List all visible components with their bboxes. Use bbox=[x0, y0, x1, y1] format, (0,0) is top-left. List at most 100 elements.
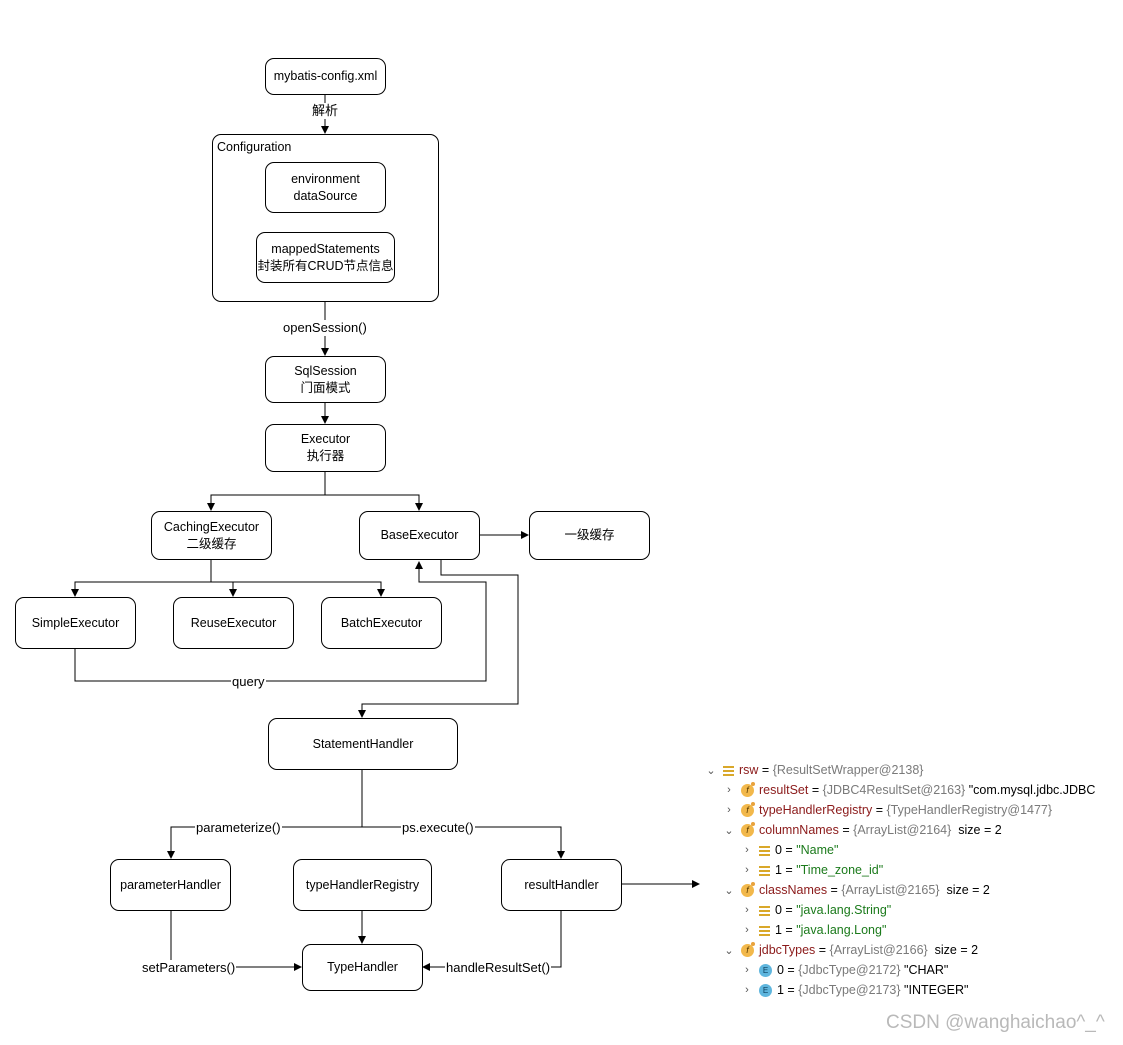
variable-equals: = bbox=[758, 763, 773, 777]
tree-row[interactable]: ⌄ rsw = {ResultSetWrapper@2138} bbox=[705, 760, 923, 780]
variable-value: "Name" bbox=[796, 843, 839, 857]
variable-equals: = bbox=[781, 863, 797, 877]
node-label: CachingExecutor bbox=[163, 519, 260, 534]
enum-icon: E bbox=[759, 983, 772, 997]
node-statement-handler: StatementHandler bbox=[268, 718, 458, 770]
variable-equals: = bbox=[808, 783, 823, 797]
node-label: mappedStatements bbox=[271, 241, 380, 256]
variable-ref: {ResultSetWrapper@2138} bbox=[772, 763, 924, 777]
variable-equals: = bbox=[872, 803, 887, 817]
variable-name: 0 bbox=[775, 903, 782, 917]
chevron-right-icon[interactable]: › bbox=[745, 924, 749, 936]
edge-caching-batch bbox=[211, 581, 385, 597]
node-reuse-executor: ReuseExecutor bbox=[173, 597, 294, 649]
node-environment: environment dataSource bbox=[265, 162, 386, 213]
chevron-right-icon[interactable]: › bbox=[745, 844, 749, 856]
edge-set-parameters bbox=[170, 910, 302, 971]
chevron-right-icon[interactable]: › bbox=[727, 784, 731, 796]
variable-equals: = bbox=[815, 943, 830, 957]
chevron-down-icon[interactable]: ⌄ bbox=[724, 884, 734, 897]
edge-label-set-parameters: setParameters() bbox=[141, 960, 237, 976]
variable-value: "com.mysql.jdbc.JDBC bbox=[965, 783, 1096, 797]
variable-value: size = 2 bbox=[939, 883, 990, 897]
node-caching-executor: CachingExecutor 二级缓存 bbox=[151, 511, 272, 560]
node-type-handler: TypeHandler bbox=[302, 944, 423, 991]
variable-ref: {TypeHandlerRegistry@1477} bbox=[886, 803, 1053, 817]
list-icon bbox=[759, 845, 770, 856]
variable-ref: {JDBC4ResultSet@2163} bbox=[822, 783, 966, 797]
edge-handle-result bbox=[422, 910, 562, 971]
node-sublabel: dataSource bbox=[293, 188, 358, 203]
field-icon: f bbox=[741, 781, 755, 797]
node-first-level-cache: 一级缓存 bbox=[529, 511, 650, 560]
edge-label-parameterize: parameterize() bbox=[195, 820, 282, 836]
chevron-right-icon[interactable]: › bbox=[727, 804, 731, 816]
node-label: SimpleExecutor bbox=[31, 615, 120, 630]
tree-row[interactable]: ⌄ f columnNames = {ArrayList@2164} size = … bbox=[723, 820, 1002, 840]
edge-caching-simple bbox=[71, 560, 212, 597]
variable-value: "Time_zone_id" bbox=[796, 863, 884, 877]
variable-name: 0 bbox=[777, 963, 784, 977]
node-label: SqlSession bbox=[294, 363, 357, 378]
edge-parameterize bbox=[167, 770, 363, 859]
variable-name: classNames bbox=[759, 883, 828, 897]
node-label: ReuseExecutor bbox=[190, 615, 277, 630]
node-base-executor: BaseExecutor bbox=[359, 511, 480, 560]
variable-name: resultSet bbox=[759, 783, 809, 797]
chevron-right-icon[interactable]: › bbox=[745, 864, 749, 876]
node-label: Executor bbox=[300, 432, 351, 446]
node-label: StatementHandler bbox=[312, 736, 414, 751]
edge-label-handle-result-set: handleResultSet() bbox=[445, 960, 552, 976]
node-label: environment bbox=[291, 171, 360, 186]
variable-value: "INTEGER" bbox=[900, 983, 969, 997]
variable-value: "CHAR" bbox=[900, 963, 949, 977]
field-icon: f bbox=[741, 821, 755, 837]
node-label: BaseExecutor bbox=[380, 528, 459, 542]
tree-row[interactable]: ›0 = "java.lang.String" bbox=[741, 900, 891, 920]
variable-name: typeHandlerRegistry bbox=[759, 803, 873, 817]
field-icon: f bbox=[741, 881, 755, 897]
debugger-variables-tree: ⌄ rsw = {ResultSetWrapper@2138} › f resultSe… bbox=[700, 760, 1110, 1005]
list-icon bbox=[759, 905, 770, 916]
variable-name: 1 bbox=[775, 863, 782, 877]
tree-row[interactable]: › f resultSet = {JDBC4ResultSet@2163} "com… bbox=[723, 780, 1095, 800]
variable-name: 1 bbox=[775, 923, 782, 937]
variable-name: 0 bbox=[775, 843, 782, 857]
variable-value: size = 2 bbox=[927, 943, 979, 957]
chevron-down-icon[interactable]: ⌄ bbox=[724, 944, 734, 957]
variable-ref: {JdbcType@2173} bbox=[798, 983, 901, 997]
node-mybatis-config: mybatis-config.xml bbox=[265, 58, 386, 95]
node-sublabel: 执行器 bbox=[306, 449, 345, 463]
node-sublabel: 二级缓存 bbox=[186, 536, 237, 551]
variable-name: rsw bbox=[739, 763, 759, 777]
node-sublabel: 门面模式 bbox=[300, 380, 351, 395]
variable-value: "java.lang.Long" bbox=[796, 923, 887, 937]
tree-row[interactable]: ›1 = "java.lang.Long" bbox=[741, 920, 886, 940]
variable-value: size = 2 bbox=[951, 823, 1002, 837]
variable-name: columnNames bbox=[759, 823, 839, 837]
node-type-handler-registry: typeHandlerRegistry bbox=[293, 859, 432, 911]
chevron-down-icon[interactable]: ⌄ bbox=[724, 824, 734, 837]
list-icon bbox=[723, 765, 734, 776]
tree-row[interactable]: › 1 = "Time_zone_id" bbox=[741, 860, 883, 880]
variable-ref: {ArrayList@2164} bbox=[853, 823, 952, 837]
chevron-down-icon[interactable]: ⌄ bbox=[706, 764, 716, 777]
chevron-right-icon[interactable]: › bbox=[745, 984, 749, 996]
tree-row[interactable]: ›0 = "Name" bbox=[741, 840, 838, 860]
node-label: 一级缓存 bbox=[564, 528, 615, 542]
node-label: parameterHandler bbox=[120, 877, 221, 892]
chevron-right-icon[interactable]: › bbox=[745, 964, 749, 976]
variable-equals: = bbox=[783, 983, 799, 997]
variable-equals: = bbox=[838, 823, 854, 837]
chevron-right-icon[interactable]: › bbox=[745, 904, 749, 916]
node-sublabel: 封装所有CRUD节点信息 bbox=[257, 258, 394, 273]
node-result-handler: resultHandler bbox=[501, 859, 622, 911]
edge-base-statement bbox=[358, 560, 519, 718]
variable-equals: = bbox=[827, 883, 842, 897]
node-batch-executor: BatchExecutor bbox=[321, 597, 442, 649]
